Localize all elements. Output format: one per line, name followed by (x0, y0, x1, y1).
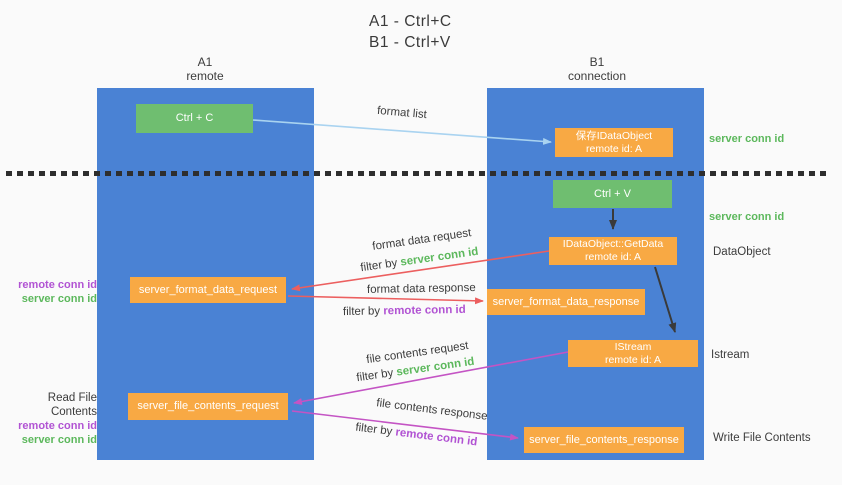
node-istream-line2: remote id: A (604, 353, 662, 366)
node-save-idataobject: 保存IDataObject remote id: A (555, 128, 673, 157)
node-save-idataobject-line2: remote id: A (585, 142, 643, 155)
node-idataobject-getdata: IDataObject::GetData remote id: A (549, 237, 677, 265)
lane-right-name: B1 (589, 55, 605, 69)
filter-by-text: filter by (342, 305, 381, 319)
diagram-title: A1 - Ctrl+C B1 - Ctrl+V (369, 11, 452, 53)
node-getdata-line1: IDataObject::GetData (562, 238, 664, 250)
label-server-conn-id-right-top: server conn id (709, 133, 785, 145)
label-remote-conn-id-left-mid: remote conn id (18, 279, 97, 291)
node-server-format-data-response: server_format_data_response (487, 289, 645, 315)
node-file-request-label: server_file_contents_request (137, 400, 279, 412)
label-remote-conn-id-left-bottom: remote conn id (18, 420, 97, 432)
left-conn-id-group-bottom: Read File Contents remote conn id server… (0, 391, 97, 447)
dotted-divider (6, 171, 828, 176)
arrow-getdata-to-istream (654, 266, 677, 333)
node-ctrl-c: Ctrl + C (136, 104, 253, 133)
node-server-format-data-request: server_format_data_request (130, 277, 286, 303)
lane-header-left: A1 remote (155, 55, 255, 83)
lane-left-name: A1 (197, 55, 213, 69)
lane-right-subtitle: connection (567, 68, 627, 83)
node-file-response-label: server_file_contents_response (529, 433, 679, 446)
arrow-format-data-request (291, 250, 550, 292)
node-format-response-label: server_format_data_response (492, 295, 640, 308)
label-dataobject: DataObject (713, 246, 771, 258)
node-server-file-contents-response: server_file_contents_response (524, 427, 684, 453)
label-server-conn-id-left-bottom: server conn id (21, 434, 97, 446)
label-format-data-response: format data response (366, 282, 476, 296)
label-istream: Istream (711, 349, 750, 361)
label-server-conn-id-right-mid: server conn id (709, 211, 785, 223)
label-server-conn-id-left-mid: server conn id (21, 293, 97, 305)
label-filter-by-remote-conn-id-1: filter by remote conn id (343, 304, 466, 318)
left-conn-id-group-mid: remote conn id server conn id (0, 278, 97, 306)
node-getdata-line2: remote id: A (584, 251, 642, 263)
arrow-format-data-response (287, 295, 484, 305)
node-istream: IStream remote id: A (568, 340, 698, 367)
node-save-idataobject-line1: 保存IDataObject (575, 129, 653, 142)
arrow-file-contents-request (293, 351, 569, 405)
lane-header-right: B1 connection (547, 55, 647, 83)
node-ctrl-v: Ctrl + V (553, 180, 672, 208)
arrow-format-list (252, 119, 552, 145)
node-ctrl-v-label: Ctrl + V (594, 187, 631, 200)
node-format-request-label: server_format_data_request (138, 283, 278, 296)
label-read-file-contents: Read File Contents (47, 392, 97, 418)
label-write-file-contents: Write File Contents (713, 432, 811, 444)
title-line-2: B1 - Ctrl+V (369, 34, 451, 51)
title-line-1: A1 - Ctrl+C (369, 13, 452, 30)
lane-left-subtitle: remote (186, 68, 224, 83)
remote-conn-id-text: remote conn id (383, 303, 466, 318)
node-istream-line1: IStream (614, 340, 652, 353)
node-ctrl-c-label: Ctrl + C (175, 112, 214, 124)
node-server-file-contents-request: server_file_contents_request (128, 393, 288, 420)
arrow-file-contents-response (291, 410, 519, 441)
